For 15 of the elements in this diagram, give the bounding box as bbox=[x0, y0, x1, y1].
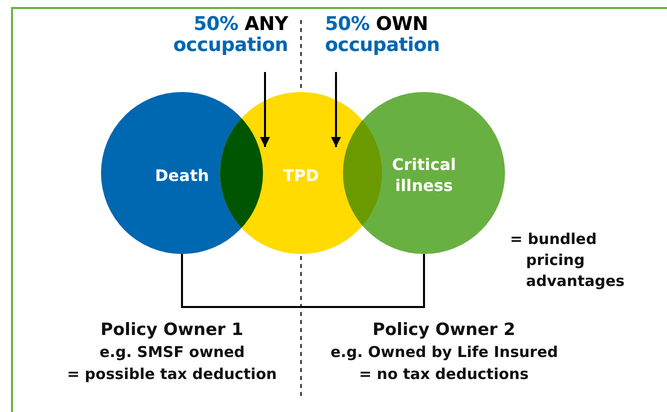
owner-note: e.g. SMSF owned bbox=[100, 342, 245, 363]
circle-label: TPD bbox=[282, 164, 320, 186]
arrow bbox=[260, 72, 270, 147]
circle-label: Death bbox=[154, 164, 210, 186]
arrow bbox=[331, 72, 341, 147]
note-text: = bundled pricing advantages bbox=[510, 229, 626, 292]
owner-note: e.g. Owned by Life Insured bbox=[330, 342, 558, 363]
callout-text: 50% ANY occupation bbox=[168, 14, 288, 56]
owner-heading: Policy Owner 2 bbox=[372, 319, 516, 341]
owner-heading: Policy Owner 1 bbox=[100, 319, 244, 341]
owner-note: = possible tax deduction bbox=[67, 364, 277, 385]
owner-note: = no tax deductions bbox=[359, 364, 529, 385]
circle-label: Critical illness bbox=[390, 154, 457, 196]
callout-text: 50% OWN occupation bbox=[325, 14, 455, 56]
bracket-line bbox=[181, 254, 425, 308]
